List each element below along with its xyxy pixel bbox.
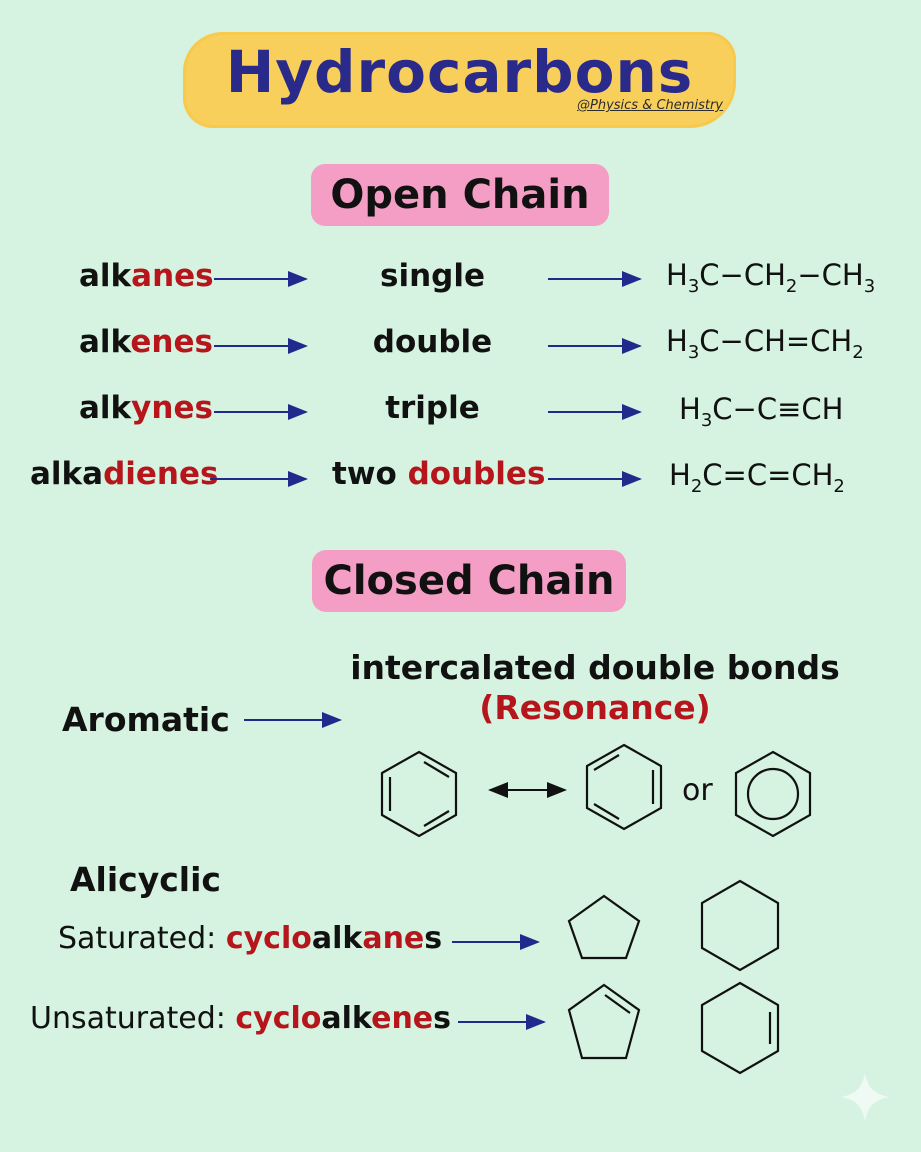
f1c: C−CH <box>699 258 786 292</box>
alkene-formula: H3C−CH=CH2 <box>666 324 864 363</box>
unsaturated-line: Unsaturated: cycloalkenes <box>30 1001 451 1036</box>
resonance-note: (Resonance) <box>479 688 711 727</box>
f1d: 2 <box>785 275 798 297</box>
saturated-alk: alk <box>311 921 363 956</box>
single-bond-label: single <box>380 258 485 294</box>
benzene-kekule-1-icon <box>380 750 458 838</box>
f4b: 2 <box>690 475 703 497</box>
unsaturated-s: s <box>433 1001 452 1036</box>
open-chain-heading: Open Chain <box>311 164 609 226</box>
closed-chain-heading: Closed Chain <box>312 550 626 612</box>
f4d: 2 <box>833 475 845 497</box>
benzene-circle-icon <box>734 750 812 838</box>
unsaturated-lead: Unsaturated: <box>30 1001 236 1036</box>
f2a: H <box>666 324 688 358</box>
title-banner <box>183 32 736 128</box>
saturated-ane: ane <box>362 921 425 956</box>
intercalated-description: intercalated double bonds <box>350 648 840 687</box>
unsaturated-cyclo: cyclo <box>235 1001 322 1036</box>
doubles-word: doubles <box>407 456 546 492</box>
f1a: H <box>666 258 688 292</box>
page-title: Hydrocarbons <box>225 38 694 106</box>
alkynes-prefix: alk <box>79 390 132 426</box>
cyclohexene-icon <box>700 981 780 1075</box>
alkadienes-suffix: dienes <box>103 456 219 492</box>
f2c: C−CH=CH <box>699 324 853 358</box>
f1b: 3 <box>687 275 700 297</box>
alkanes-suffix: anes <box>131 258 214 294</box>
cyclopentane-icon <box>567 894 641 960</box>
alkenes-suffix: enes <box>130 324 213 360</box>
alkyne-formula: H3C−C≡CH <box>679 392 843 431</box>
alkanes-label: alkanes <box>79 258 214 294</box>
alkanes-prefix: alk <box>79 258 132 294</box>
saturated-cyclo: cyclo <box>225 921 312 956</box>
alkadienes-prefix: alka <box>30 456 104 492</box>
f4c: C=C=CH <box>702 458 834 492</box>
unsaturated-ene: ene <box>371 1001 434 1036</box>
f3c: C−C≡CH <box>712 392 844 426</box>
benzene-kekule-2-icon <box>585 743 663 831</box>
saturated-s: s <box>424 921 443 956</box>
cyclohexane-icon <box>700 879 780 972</box>
unsaturated-alk: alk <box>321 1001 372 1036</box>
triple-bond-label: triple <box>385 390 480 426</box>
f3a: H <box>679 392 701 426</box>
two-word: two <box>332 456 408 492</box>
alkenes-label: alkenes <box>79 324 213 360</box>
alkynes-label: alkynes <box>79 390 213 426</box>
double-bond-label: double <box>372 324 493 360</box>
f1f: 3 <box>863 275 876 297</box>
two-doubles-label: two doubles <box>332 456 545 492</box>
alkadienes-label: alkadienes <box>30 456 218 492</box>
sparkle-icon <box>841 1073 889 1121</box>
f4a: H <box>669 458 691 492</box>
f2d: 2 <box>852 341 864 363</box>
saturated-line: Saturated: cycloalkanes <box>58 921 442 956</box>
alicyclic-label: Alicyclic <box>70 860 221 899</box>
f1e: −CH <box>797 258 864 292</box>
cyclopentene-icon <box>567 983 641 1060</box>
aromatic-label: Aromatic <box>62 700 230 739</box>
saturated-lead: Saturated: <box>58 921 226 956</box>
alkane-formula: H3C−CH2−CH3 <box>666 258 875 297</box>
alkenes-prefix: alk <box>79 324 131 360</box>
or-text: or <box>682 773 713 808</box>
f3b: 3 <box>700 409 713 431</box>
alkynes-suffix: ynes <box>131 390 213 426</box>
watermark: @Physics & Chemistry <box>577 98 723 113</box>
alkadiene-formula: H2C=C=CH2 <box>669 458 845 497</box>
f2b: 3 <box>687 341 700 363</box>
